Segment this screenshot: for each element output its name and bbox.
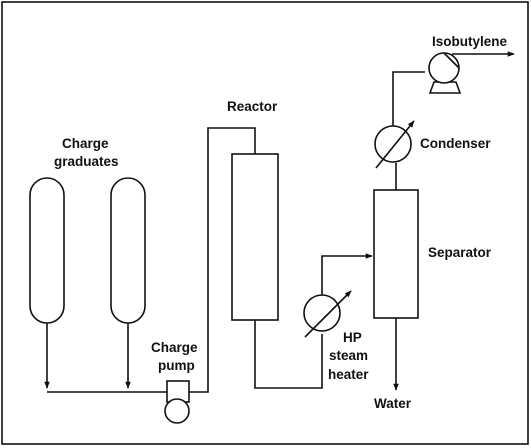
- charge-graduate-1-vessel: [29, 177, 65, 324]
- charge-pump-label-line2: pump: [158, 358, 195, 373]
- hp-steam-heater-arrow: [304, 290, 352, 338]
- condenser-arrow: [375, 120, 415, 169]
- charge-pump-motor-icon: [164, 398, 190, 424]
- reactor-vessel: [231, 153, 279, 321]
- hp-steam-heater-label-line3: heater: [328, 367, 369, 382]
- pump-discharge-line: [189, 127, 256, 393]
- hp-steam-heater-label-line1: HP: [343, 330, 362, 345]
- heater-to-separator-line: [321, 253, 373, 295]
- product-pump-impeller-line: [443, 52, 460, 69]
- separator-label: Separator: [428, 245, 492, 260]
- isobutylene-label: Isobutylene: [432, 34, 508, 49]
- product-pump-base-icon: [428, 81, 462, 94]
- reactor-label: Reactor: [227, 99, 278, 114]
- charge-graduates-label-line1: Charge: [62, 136, 109, 151]
- product-pump-icon: [428, 52, 460, 84]
- charge-pump-label-line1: Charge: [151, 340, 198, 355]
- hp-steam-heater-label-line2: steam: [329, 348, 368, 363]
- separator-vessel: [373, 189, 419, 319]
- charge-graduate-2-vessel: [110, 177, 146, 324]
- condenser-label: Condenser: [420, 136, 491, 151]
- reactor-outlet-line: [254, 320, 323, 389]
- hp-steam-heater-icon: [303, 294, 341, 332]
- water-label: Water: [374, 396, 412, 411]
- condenser-to-pump-line: [392, 71, 425, 126]
- charge-graduates-label-line2: graduates: [54, 154, 119, 169]
